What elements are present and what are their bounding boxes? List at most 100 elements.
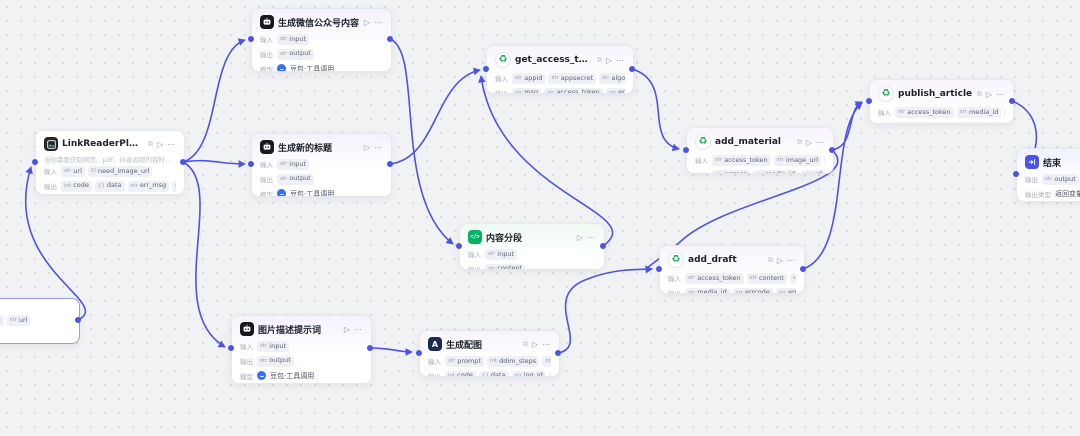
run-node-button[interactable]: ▷ [363, 142, 370, 152]
param-chip: strerror_co [172, 180, 176, 192]
param-chip: strchannel [824, 155, 825, 166]
node-menu-button[interactable]: ⋯ [816, 137, 825, 147]
code-icon: </> [468, 230, 482, 244]
node-menu-button[interactable]: ⋯ [354, 324, 363, 334]
end-icon [1025, 155, 1039, 169]
version-badge-icon: ⧉ [147, 139, 153, 148]
param-chip: strthumb_m [789, 273, 796, 284]
node-menu-button[interactable]: ⋯ [787, 255, 796, 265]
run-node-button[interactable]: ▷ [363, 17, 370, 27]
doubao-model-icon [277, 64, 286, 71]
param-chip: strerrmsg [775, 287, 796, 293]
run-node-button[interactable]: ▷ [156, 139, 163, 149]
output-type-value: 返回变量 [1055, 189, 1080, 198]
param-chip: intheight [542, 356, 551, 367]
row-label: 输出 [44, 183, 57, 192]
plugin-recycle-icon: ♻ [495, 52, 511, 68]
edge-linkreader-to-gen_title [182, 159, 246, 168]
edge-gen_wechat-to-segment [389, 38, 454, 245]
run-node-button[interactable]: ▷ [776, 255, 783, 265]
edge-linkreader-to-img_prompt [182, 161, 226, 348]
row-label: 输入 [695, 157, 708, 166]
node-title: 生成微信公众号内容 [278, 18, 360, 29]
run-node-button[interactable]: ▷ [343, 324, 350, 334]
run-node-button[interactable]: ▷ [531, 339, 538, 349]
run-node-button[interactable]: ▷ [576, 232, 583, 242]
node-menu-button[interactable]: ⋯ [374, 17, 383, 27]
row-label: 输出 [695, 170, 708, 173]
plugin-recycle-icon: ♻ [668, 252, 684, 268]
run-node-button[interactable]: ▷ [605, 55, 612, 65]
node-menu-button[interactable]: ⋯ [616, 55, 625, 65]
version-badge-icon: ⧉ [596, 55, 602, 64]
model-value: 豆包·工具调用 [270, 371, 315, 380]
param-chip: strerrmsg [712, 169, 751, 173]
row-label: 输出 [495, 88, 508, 93]
node-title: publish_article [898, 89, 973, 99]
version-badge-icon: ⧉ [522, 339, 528, 348]
model-value: 豆包·工具调用 [290, 64, 335, 72]
row-label: 输入 [495, 75, 508, 84]
node-title: 内容分段 [486, 233, 523, 244]
node-title: 结束 [1043, 158, 1062, 169]
row-label: 输出 [878, 122, 891, 123]
row-label: 输入 [468, 251, 481, 260]
linkreader-plugin-icon [44, 137, 58, 151]
edge-gen_image-to-add_draft [557, 265, 653, 354]
row-label: 输入 [260, 36, 273, 45]
row-label: 输入 [428, 358, 441, 367]
row-label: 输入 [878, 109, 891, 118]
node-linkreaderplugin[interactable]: LinkReaderPlugin ⧉ ▷ ⋯ 当你需要获取网页、pdf、抖音视频… [35, 130, 185, 195]
node-menu-button[interactable]: ⋯ [587, 232, 596, 242]
node-title: 生成新的标题 [278, 143, 333, 154]
edge-add_material-to-publish [831, 101, 863, 151]
node-title: 图片描述提示词 [258, 325, 322, 336]
node-title: add_material [715, 137, 781, 147]
doubao-model-icon [257, 371, 266, 381]
run-node-button[interactable]: ▷ [985, 89, 992, 99]
node-menu-button[interactable]: ⋯ [374, 142, 383, 152]
row-label: 输出 [1025, 176, 1038, 185]
node-get-access-token[interactable]: ♻ get_access_token ⧉ ▷ ⋯ 输入strappidstrap… [486, 45, 634, 94]
run-node-button[interactable]: ▷ [805, 137, 812, 147]
doubao-model-icon [277, 189, 286, 196]
node-menu-button[interactable]: ⋯ [167, 139, 176, 149]
node-menu-button[interactable]: ⋯ [542, 339, 551, 349]
edge-linkreader-to-gen_wechat [182, 38, 246, 163]
row-label: 输出 [428, 371, 441, 376]
node-gen-image[interactable]: A 生成配图 ⧉ ▷ ⋯ 输入strpromptintddim_stepsint… [419, 330, 560, 377]
row-label: 输出 [468, 264, 481, 269]
node-start-partial[interactable]: 输入 strappsecretstrurl [0, 298, 80, 344]
node-menu-button[interactable]: ⋯ [996, 89, 1005, 99]
